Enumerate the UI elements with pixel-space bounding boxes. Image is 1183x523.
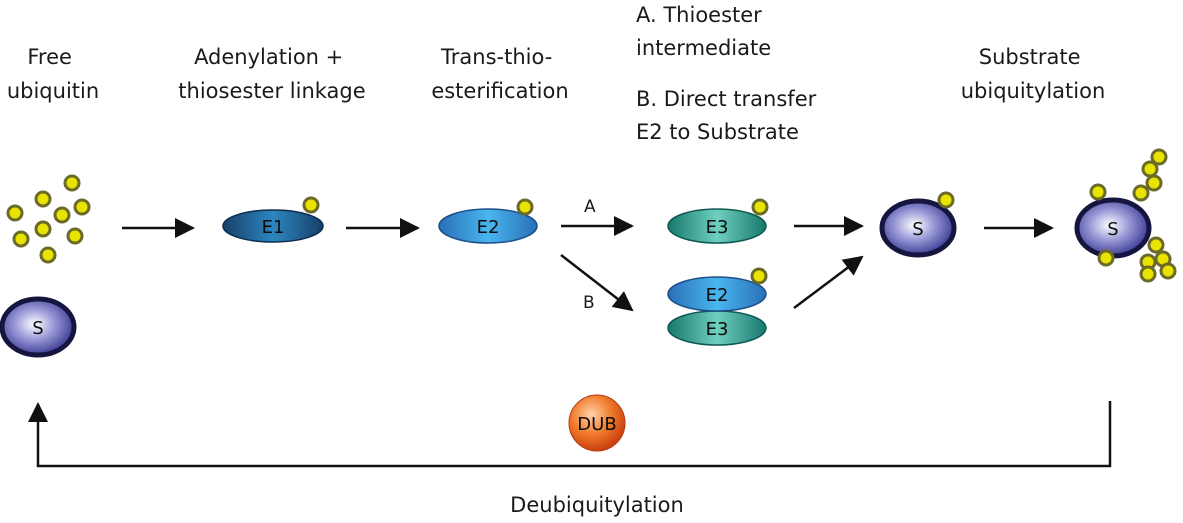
substrate-label: S [1107,219,1118,240]
ubiquitin-icon [1097,249,1115,267]
arrow-label-a: A [584,197,596,217]
ubiquitin-icon [39,246,57,264]
substrate-label: S [912,219,923,240]
ubiquitin-icon [516,198,534,216]
label-adenylation: Adenylation + thiosester linkage [178,45,365,103]
ubiquitin-icon [34,220,52,238]
deubiquitylation-loop-arrow [28,401,1112,468]
ubiquitin-icon [1145,174,1163,192]
ubiquitin-icon [302,196,320,214]
ubiquitin-icon [53,206,71,224]
label-path-b: B. Direct transfer E2 to Substrate [636,87,823,144]
ubiquitin-icon [66,227,84,245]
ubiquitin-icon [1089,183,1107,201]
ubiquitin-icon [73,198,91,216]
arrow-complex-to-substrate [793,255,864,309]
e3-label: E3 [706,319,729,340]
e3-enzyme-path-a: E3 [667,198,769,244]
substrate-polyubiquitylated: S [1074,148,1177,283]
substrate-free: S [0,296,77,358]
ubiquitin-icon [937,191,955,209]
label-transthioesterification: Trans-thio- esterification [431,45,568,103]
label-free-ubiquitin: Free ubiquitin [7,45,99,103]
free-ubiquitin-cluster [6,174,91,264]
ubiquitin-icon [6,204,24,222]
ubiquitin-icon [1159,262,1177,280]
ubiquitin-icon [12,230,30,248]
e1-enzyme: E1 [222,196,324,243]
e2-label: E2 [706,285,729,306]
ubiquitin-icon [63,174,81,192]
ubiquitin-icon [751,198,769,216]
substrate-monoubiquitylated: S [879,191,957,258]
ubiquitin-icon [1150,148,1168,166]
e2-label: E2 [477,217,500,238]
label-path-a: A. Thioester intermediate [636,3,771,60]
arrow-label-b: B [583,293,595,313]
e2-e3-complex: E3 E2 [667,267,768,346]
label-substrate-ubiquitylation: Substrate ubiquitylation [961,45,1106,103]
arrow-path-b [560,254,634,312]
substrate-label: S [32,318,43,339]
ubiquitin-icon [1141,160,1159,178]
dub-label: DUB [577,414,616,435]
ubiquitin-icon [1139,265,1157,283]
e2-enzyme: E2 [438,198,538,244]
label-deubiquitylation: Deubiquitylation [510,493,684,517]
ubiquitin-icon [1147,236,1165,254]
e3-label: E3 [706,217,729,238]
ubiquitin-icon [750,267,768,285]
ubiquitin-icon [34,190,52,208]
dub-enzyme: DUB [568,394,626,452]
ubiquitin-icon [1132,184,1150,202]
e1-label: E1 [262,217,285,238]
